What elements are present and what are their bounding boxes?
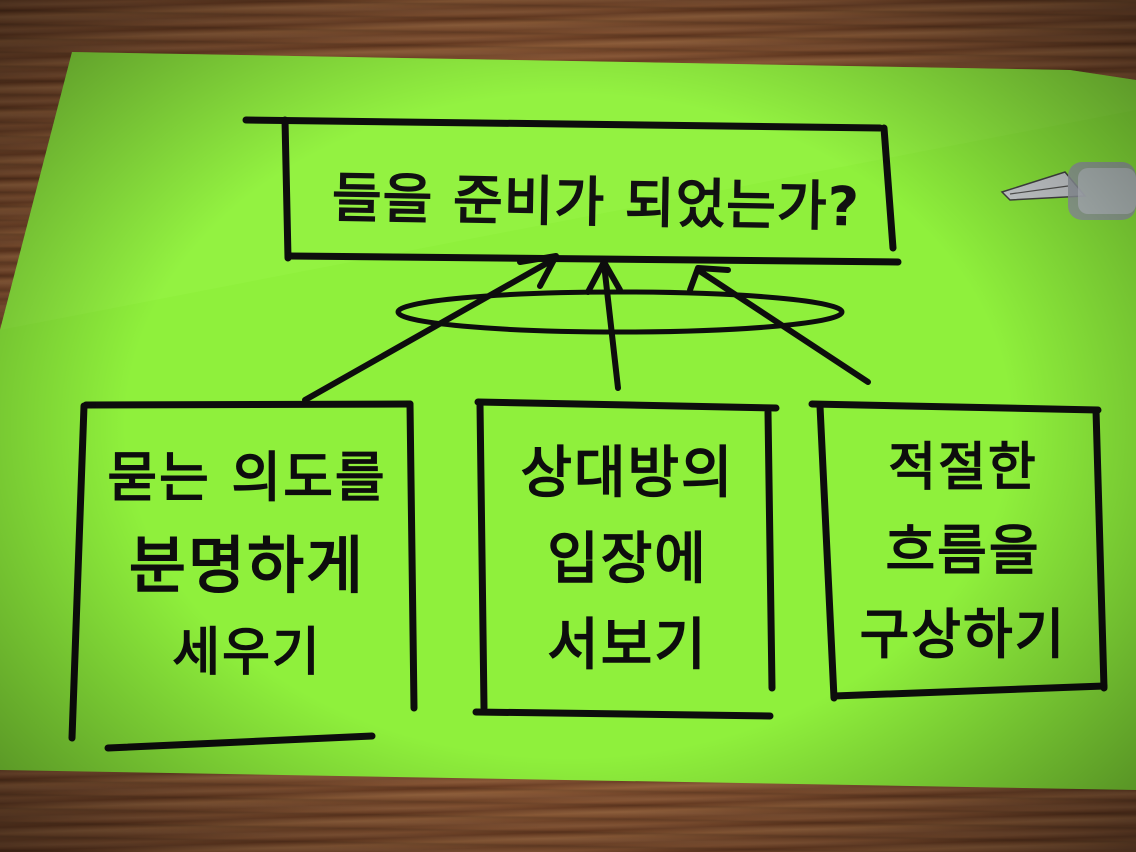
left-box-line-3: 세우기 <box>172 627 322 679</box>
left-box-line-1: 묻는 의도를 <box>107 451 386 505</box>
top-question-text: 들을 준비가 되었는가? <box>331 153 860 241</box>
middle-box: 상대방의 입장에 서보기 <box>490 420 765 700</box>
right-box-line-1: 적절한 <box>888 442 1038 494</box>
right-box-line-3: 구상하기 <box>860 608 1067 662</box>
left-box-line-2: 분명하게 <box>129 535 365 597</box>
middle-box-line-2: 입장에 <box>547 532 708 588</box>
middle-box-line-3: 서보기 <box>547 618 708 674</box>
right-box-line-2: 흐름을 <box>885 524 1040 578</box>
right-box: 적절한 흐름을 구상하기 <box>832 420 1094 684</box>
middle-box-line-1: 상대방의 <box>520 446 734 502</box>
left-box: 묻는 의도를 분명하게 세우기 <box>92 420 402 710</box>
